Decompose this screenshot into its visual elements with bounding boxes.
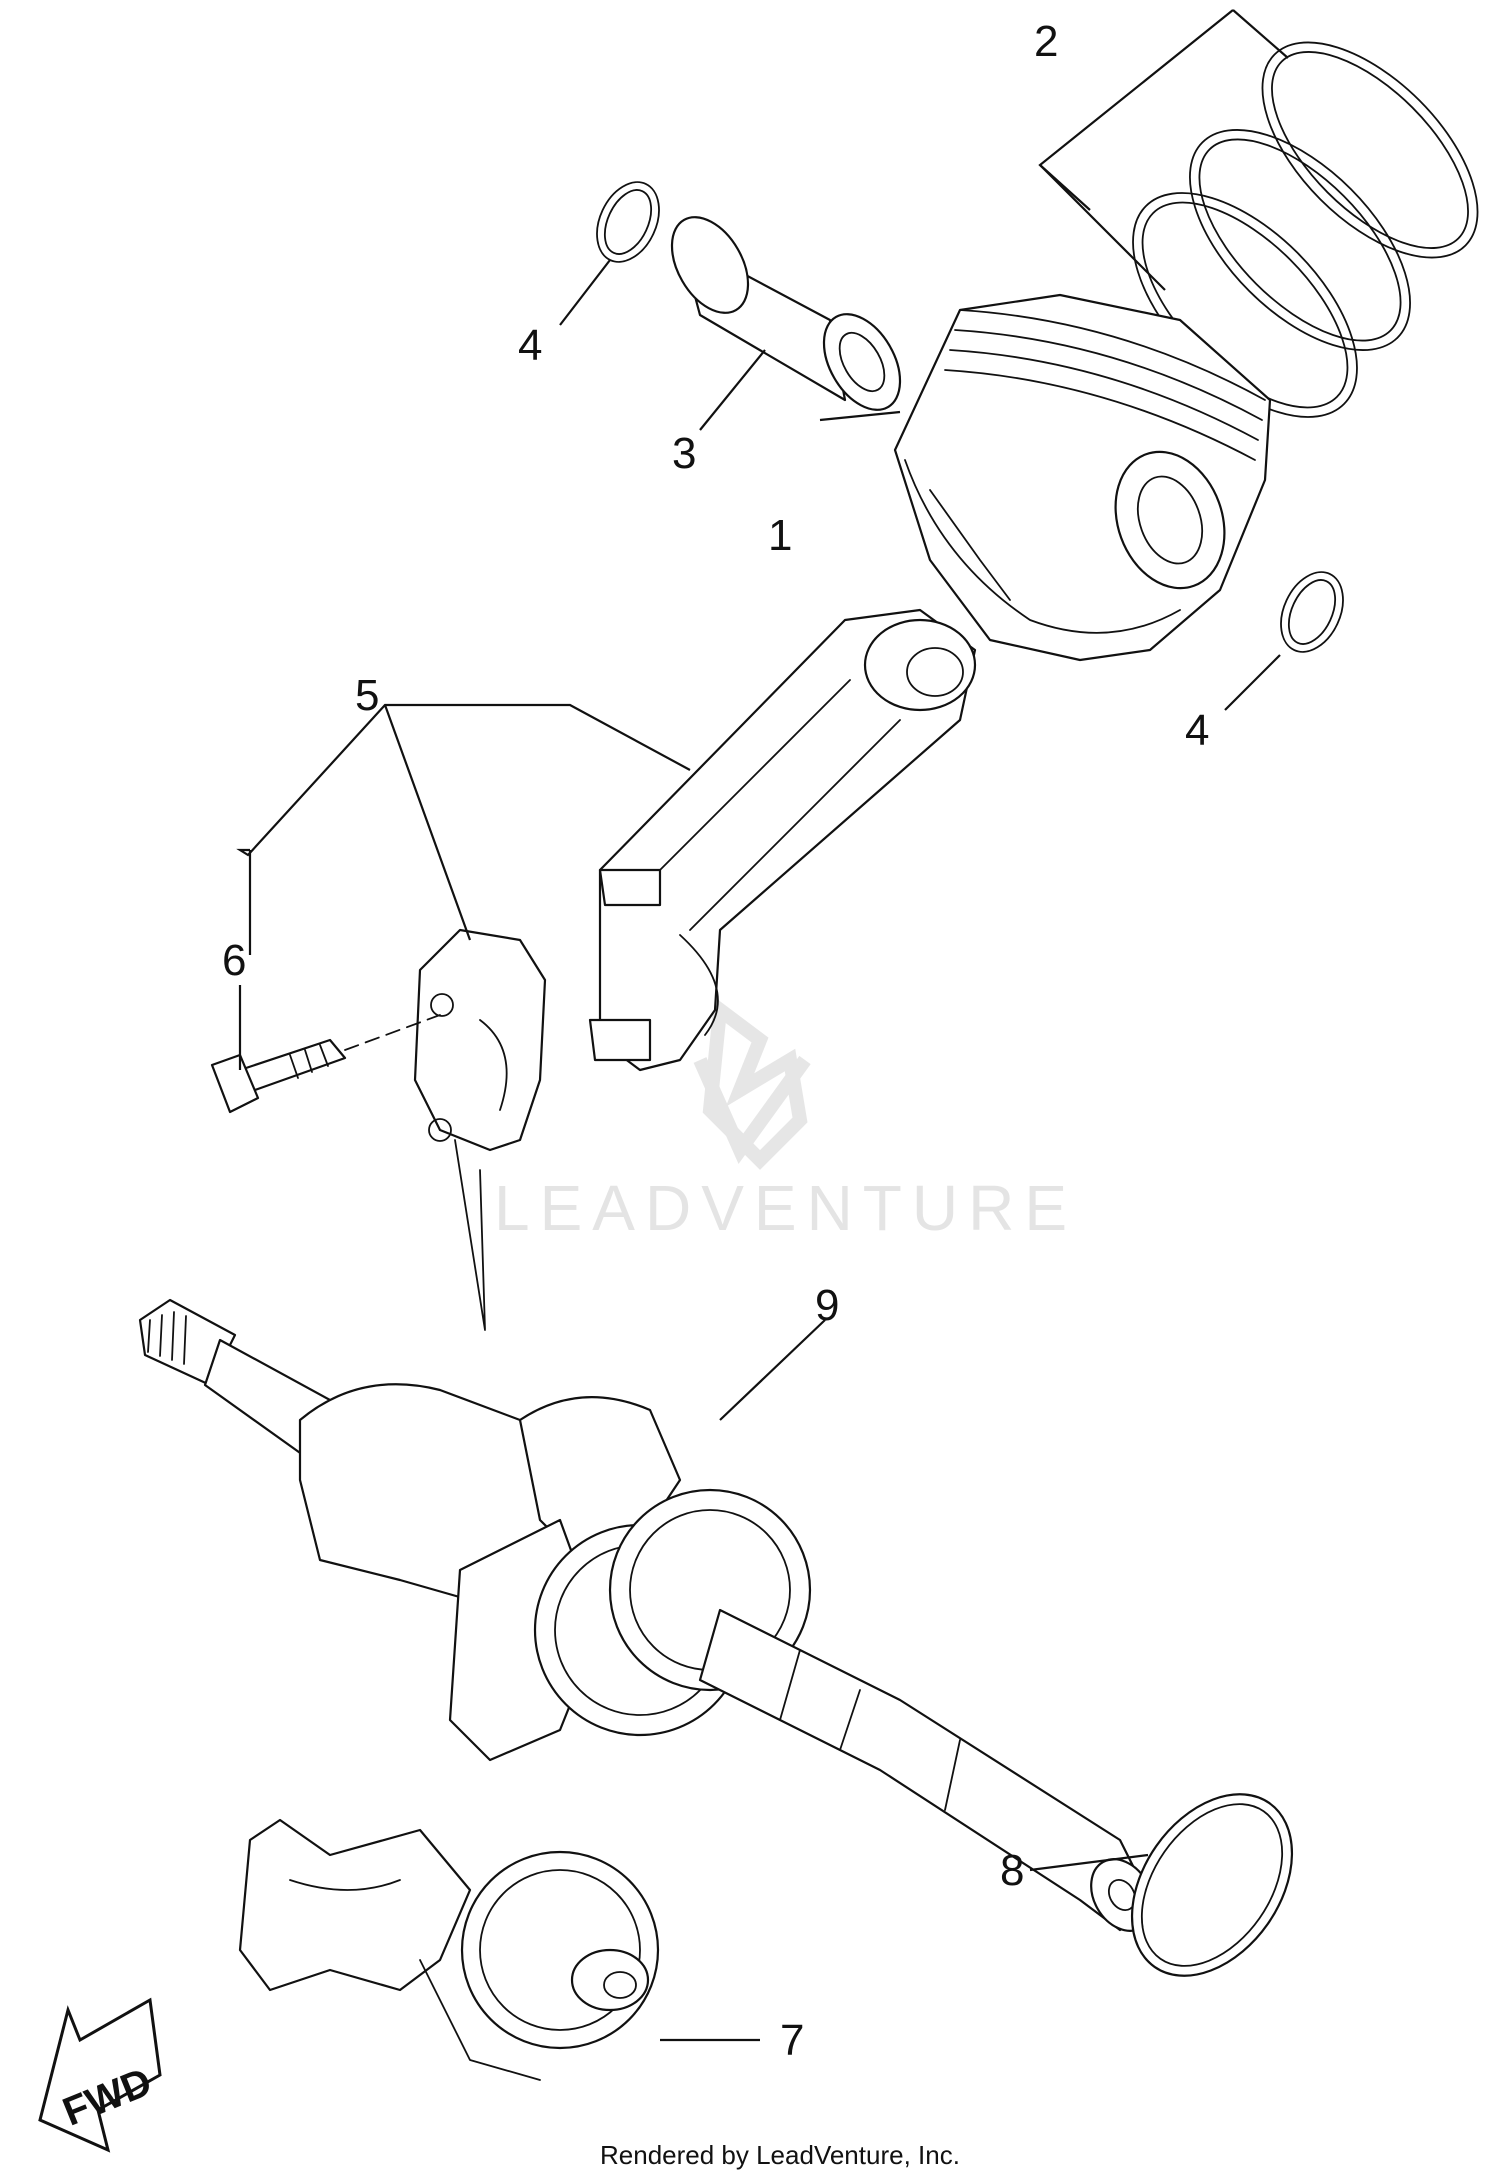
connecting-rod xyxy=(588,608,977,1072)
watermark-text: LEADVENTURE xyxy=(494,1172,1077,1244)
piston-pin xyxy=(670,216,902,411)
watermark-logo: LEADVENTURE xyxy=(494,996,1077,1244)
piston xyxy=(893,293,1272,662)
callout-4-lower: 4 xyxy=(1185,706,1209,755)
callout-9: 9 xyxy=(815,1281,839,1330)
balancer-shaft-assembly xyxy=(238,1818,660,2081)
forward-direction-badge: FWD xyxy=(38,1997,162,2153)
crankshaft-seal-ring xyxy=(1130,1793,1294,1977)
connecting-rod-bolt xyxy=(210,1014,441,1114)
callout-7: 7 xyxy=(780,2016,804,2065)
callout-4-upper: 4 xyxy=(518,321,542,370)
callouts: 2 4 3 1 4 5 6 9 8 7 xyxy=(222,17,1209,2065)
callout-2: 2 xyxy=(1034,17,1058,66)
circlip-lower xyxy=(1280,571,1344,653)
callout-8: 8 xyxy=(1000,1846,1024,1895)
callout-1: 1 xyxy=(768,511,792,560)
callout-6: 6 xyxy=(222,936,246,985)
render-credit: Rendered by LeadVenture, Inc. xyxy=(600,2140,960,2170)
callout-3: 3 xyxy=(672,429,696,478)
leader-lines xyxy=(236,9,1289,2042)
crankshaft xyxy=(138,1298,1154,1932)
circlip-upper xyxy=(596,181,660,263)
callout-5: 5 xyxy=(355,671,379,720)
connecting-rod-cap xyxy=(413,928,547,1331)
